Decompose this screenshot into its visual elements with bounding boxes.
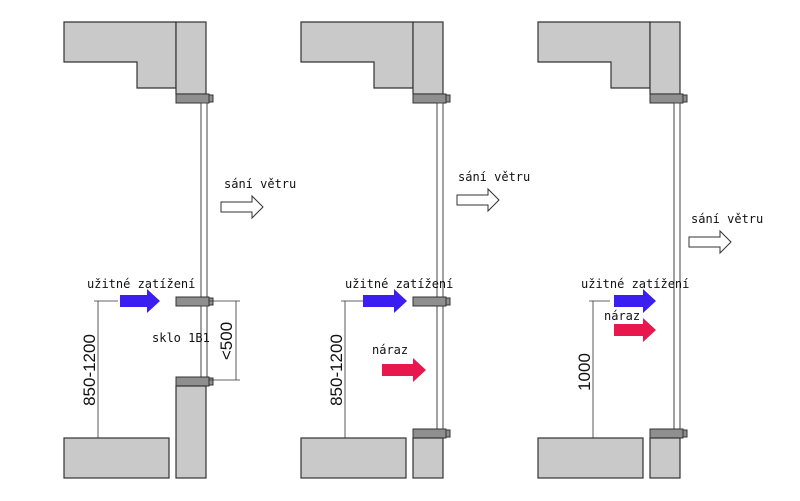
glass-pane	[436, 102, 444, 430]
lower-bracket	[412, 428, 447, 439]
upper-slab	[300, 21, 414, 89]
upper-wall	[175, 21, 207, 95]
lower-bracket	[649, 428, 684, 439]
height-dimension-label: 850-1200	[327, 334, 346, 406]
lower-slab	[63, 437, 170, 479]
live-load-arrow	[614, 289, 656, 313]
glass-type-label: sklo 1B1	[152, 331, 210, 345]
upper-bracket	[412, 93, 447, 104]
height-dimension-label: 850-1200	[80, 334, 99, 406]
glass-pane	[673, 102, 681, 430]
wind-suction-label: sání větru	[458, 170, 530, 184]
panel-1: sání větru užitné zatížení 850-1200 sklo…	[63, 21, 296, 479]
middle-bracket	[175, 296, 210, 307]
impact-label: náraz	[604, 309, 640, 323]
wind-suction-arrow	[220, 194, 264, 220]
lower-slab	[300, 437, 407, 479]
live-load-label: užitné zatížení	[87, 277, 195, 291]
impact-arrow	[614, 318, 656, 342]
upper-bracket	[649, 93, 684, 104]
wind-suction-arrow	[456, 187, 500, 213]
live-load-arrow	[363, 289, 407, 313]
lower-wall	[649, 437, 681, 479]
height-dimension-label: 1000	[575, 353, 594, 391]
live-load-arrow	[120, 289, 160, 313]
gap-dimension-label: <500	[217, 322, 236, 360]
upper-wall	[649, 21, 681, 95]
wind-suction-arrow	[688, 229, 732, 255]
live-load-label: užitné zatížení	[345, 277, 453, 291]
live-load-label: užitné zatížení	[581, 277, 689, 291]
impact-label: náraz	[372, 343, 408, 357]
upper-slab	[63, 21, 177, 89]
panel-3: sání větru užitné zatížení náraz 1000	[537, 21, 763, 479]
middle-bracket	[412, 296, 447, 307]
lower-wall	[412, 437, 444, 479]
height-dimension-line	[589, 300, 610, 439]
height-dimension-line	[341, 300, 363, 439]
wind-suction-label: sání větru	[224, 177, 296, 191]
upper-slab	[537, 21, 651, 89]
lower-slab	[537, 437, 644, 479]
upper-bracket	[175, 93, 210, 104]
impact-arrow	[382, 358, 426, 382]
panel-2: sání větru užitné zatížení náraz 850-120…	[300, 21, 530, 479]
height-dimension-line	[94, 300, 118, 439]
gap-dimension-line	[209, 300, 240, 381]
wind-suction-label: sání větru	[691, 212, 763, 226]
upper-wall	[412, 21, 444, 95]
lower-wall	[175, 385, 207, 479]
lower-bracket	[175, 376, 210, 387]
glass-pane-upper	[200, 102, 208, 298]
